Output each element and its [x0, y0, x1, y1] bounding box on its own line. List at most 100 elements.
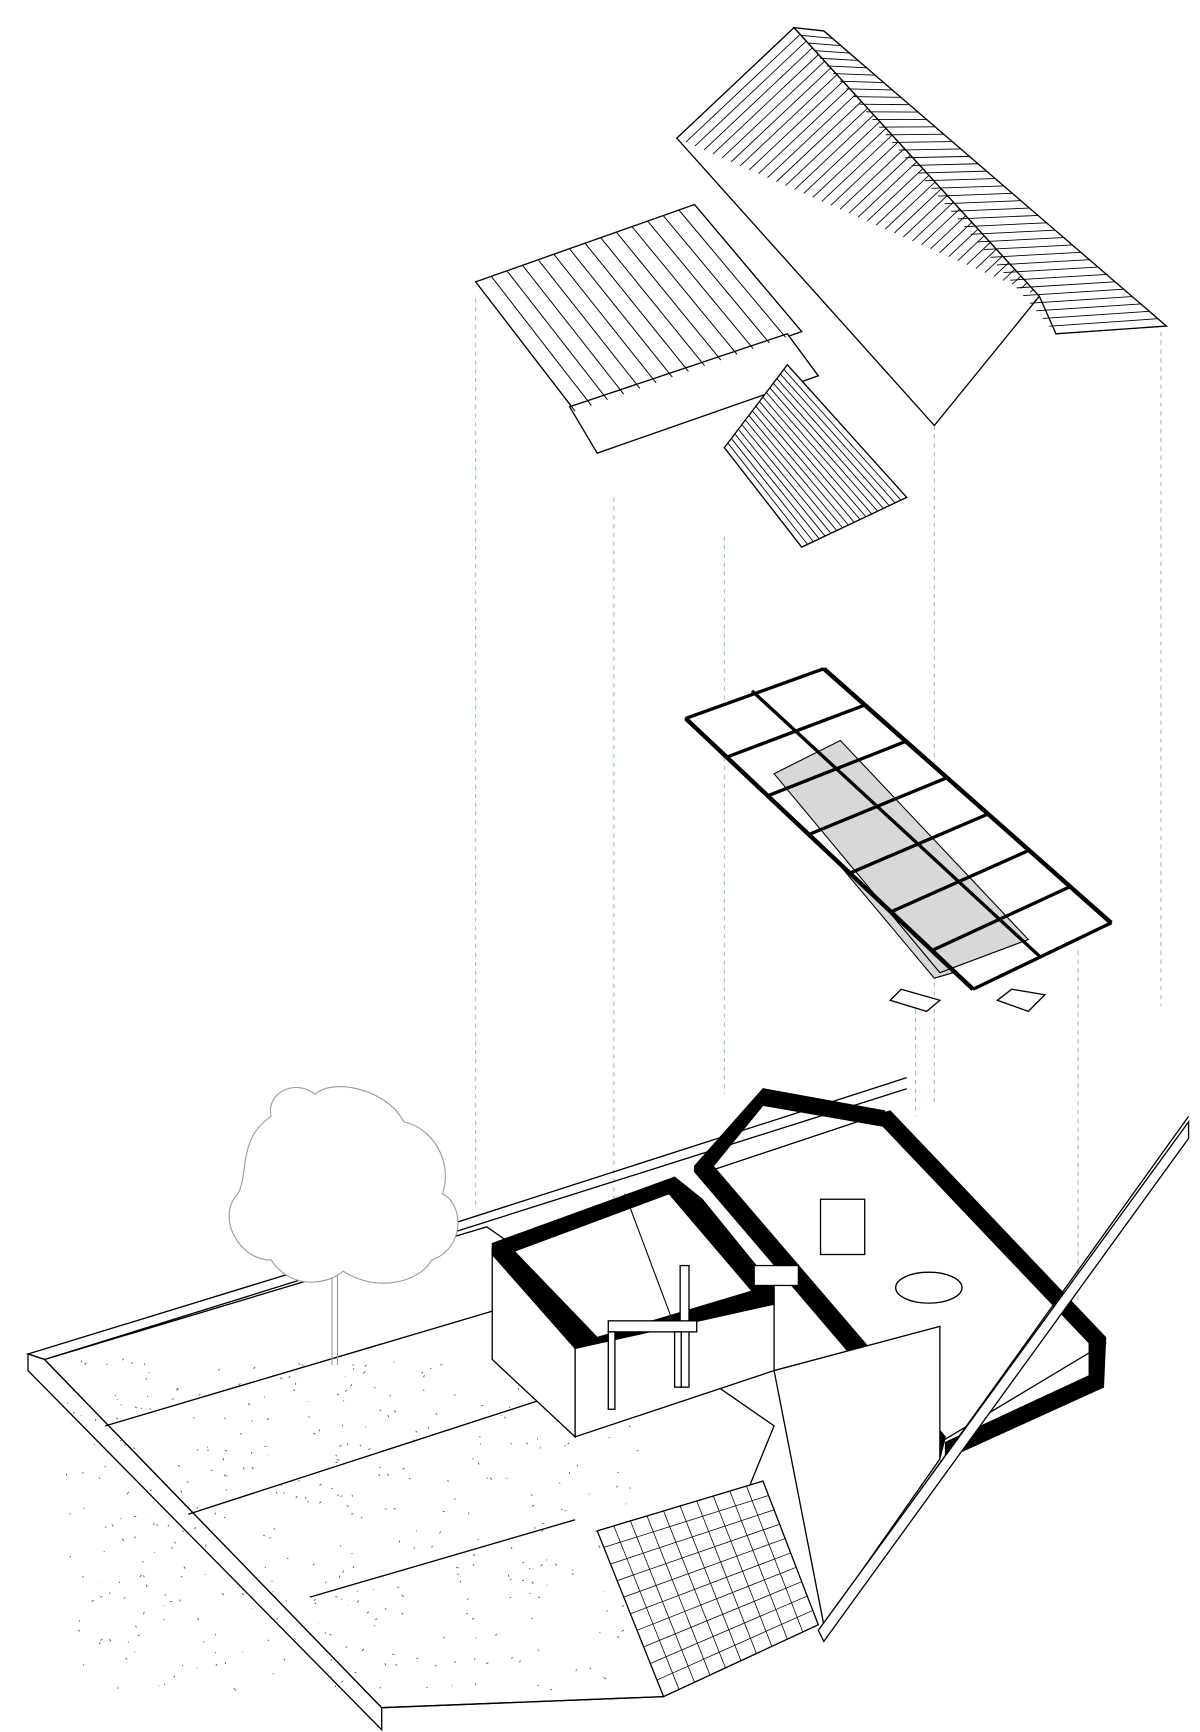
hatch-line — [422, 1389, 425, 1392]
hatch-line — [335, 1454, 337, 1457]
hatch-line — [456, 1566, 459, 1569]
hatch-line — [852, 96, 901, 98]
hatch-line — [944, 200, 1021, 205]
hatch-line — [224, 1474, 226, 1477]
hatch-line — [993, 262, 1009, 277]
hatch-line — [130, 1362, 133, 1364]
hatch-line — [286, 1557, 289, 1559]
hatch-line — [77, 1629, 81, 1632]
hatch-line — [773, 382, 884, 509]
hatch-line — [479, 1435, 481, 1438]
hatch-line — [387, 1473, 390, 1476]
hatch-line — [81, 1471, 84, 1474]
hatch-line — [571, 1573, 574, 1575]
hatch-line — [977, 237, 1064, 243]
hatch-line — [143, 1611, 145, 1615]
hatch-line — [241, 1593, 244, 1596]
hatch-line — [528, 1567, 531, 1570]
hatch-line — [218, 1368, 220, 1371]
house-base — [491, 1088, 1190, 1643]
hatch-line — [746, 1485, 804, 1633]
hatch-line — [678, 209, 786, 338]
hatch-line — [134, 1406, 138, 1409]
hatch-line — [489, 1477, 493, 1480]
hatch-line — [759, 401, 861, 520]
hatch-line — [379, 1466, 382, 1469]
hatch-line — [684, 716, 975, 991]
hatch-line — [541, 1529, 544, 1532]
hatch-line — [466, 1598, 469, 1600]
hatch-line — [341, 1680, 344, 1683]
hatch-line — [539, 1447, 541, 1449]
hatch-line — [435, 1412, 438, 1416]
hatch-line — [821, 134, 893, 202]
hatch-line — [948, 228, 979, 258]
hatch-line — [379, 1409, 382, 1412]
hatch-line — [339, 1444, 342, 1447]
hatch-line — [352, 1566, 355, 1569]
hatch-line — [80, 1360, 83, 1363]
hatch-line — [739, 74, 838, 167]
hatch-line — [109, 1592, 111, 1595]
hatch-line — [356, 1590, 358, 1592]
hatch-line — [134, 1651, 136, 1653]
hatch-line — [225, 1475, 228, 1477]
hatch-line — [224, 1417, 226, 1420]
hatch-line — [295, 1495, 298, 1499]
hatch-line — [885, 133, 944, 136]
hatch-line — [91, 1599, 94, 1603]
hatch-line — [755, 405, 855, 523]
hatch-line — [472, 1458, 474, 1460]
hatch-line — [99, 1595, 103, 1598]
hatch-line — [115, 1417, 119, 1420]
hatch-line — [267, 1639, 270, 1642]
hatch-line — [769, 387, 878, 512]
hatch-line — [752, 410, 849, 526]
hatch-line — [1029, 296, 1133, 304]
hatch-line — [972, 921, 1112, 991]
hatch-line — [685, 34, 801, 143]
hatch-line — [621, 1629, 625, 1632]
hatch-line — [905, 155, 970, 159]
hatch-line — [650, 1595, 808, 1664]
hatch-line — [519, 1660, 521, 1663]
hatch-line — [569, 248, 673, 378]
hatch-line — [366, 1611, 370, 1614]
secondary-roof — [474, 203, 908, 548]
hatch-line — [712, 1495, 773, 1647]
hatch-line — [314, 1602, 317, 1605]
hatch-line — [540, 1563, 543, 1567]
hatch-line — [397, 1586, 400, 1589]
hatch-line — [361, 1648, 365, 1652]
hatch-line — [82, 1664, 85, 1666]
hatch-line — [1055, 325, 1167, 335]
hatch-line — [73, 1411, 75, 1415]
hatch-line — [472, 1553, 476, 1557]
hatch-line — [846, 88, 893, 91]
hatch-line — [273, 1528, 276, 1530]
hatch-line — [283, 1658, 286, 1661]
hatch-line — [509, 1596, 512, 1598]
hatch-line — [859, 103, 910, 106]
hatch-line — [800, 34, 833, 39]
hatch-line — [531, 1504, 535, 1507]
hatch-line — [251, 1466, 254, 1470]
hatch-line — [183, 1566, 186, 1569]
hatch-line — [780, 373, 896, 504]
hatch-line — [84, 1362, 87, 1366]
hatch-line — [181, 1530, 184, 1532]
hatch-line — [439, 1531, 442, 1534]
hatch-line — [647, 220, 754, 349]
hatch-line — [813, 50, 850, 54]
hatch-line — [393, 1410, 397, 1413]
hatch-line — [894, 188, 942, 234]
hatch-line — [812, 128, 887, 198]
hatch-line — [319, 1501, 322, 1504]
hatch-line — [564, 1509, 567, 1512]
hatch-line — [787, 364, 908, 498]
hatch-line — [589, 1667, 592, 1670]
hatch-line — [356, 1600, 360, 1603]
hatch-line — [730, 67, 832, 163]
hatch-line — [537, 259, 641, 389]
